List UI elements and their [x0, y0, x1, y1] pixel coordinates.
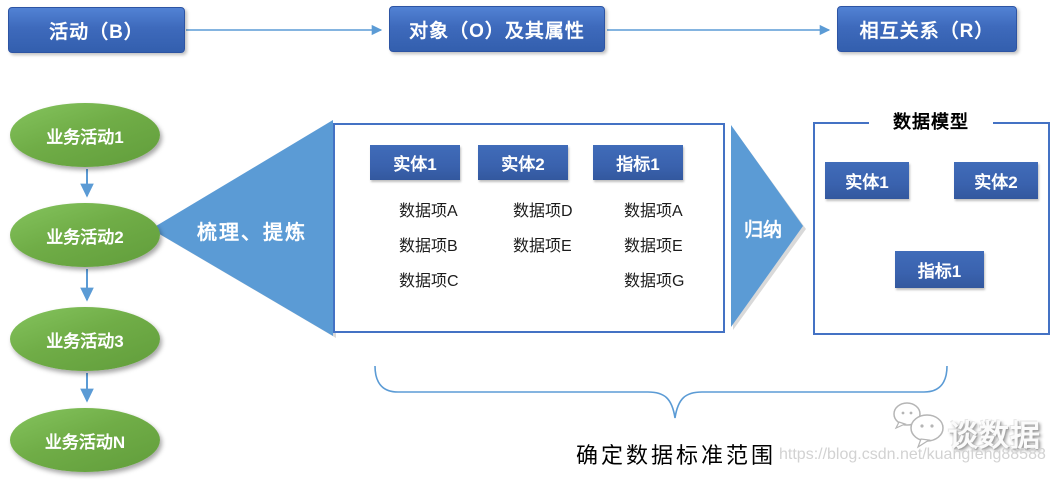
model-node-entity1-label: 实体1: [845, 173, 889, 192]
flow-box-relation: 相互关系（R）: [837, 6, 1017, 52]
column-header-metric1: 指标1: [593, 145, 683, 180]
activity-label-N: 业务活动N: [44, 432, 126, 452]
flow-box-object-label: 对象（O）及其属性: [409, 20, 585, 42]
model-node-metric1: 指标1: [895, 251, 984, 288]
activity-label-2: 业务活动2: [46, 227, 124, 247]
scope-brace: [374, 365, 948, 419]
scope-caption: 确定数据标准范围: [575, 443, 776, 468]
column-header-entity2-label: 实体2: [501, 155, 545, 174]
data-item: 数据项E: [624, 238, 683, 255]
watermark-url-text: https://blog.csdn.net/kuangfeng88588: [779, 446, 1046, 463]
model-panel-title: 数据模型: [869, 111, 993, 133]
model-panel: [813, 122, 1050, 335]
activity-ellipse-1: 业务活动1: [10, 103, 160, 167]
activity-ellipse-N: 业务活动N: [10, 408, 160, 472]
flow-box-activity-label: 活动（B）: [49, 21, 144, 43]
activity-ellipse-3: 业务活动3: [10, 307, 160, 371]
model-node-entity1: 实体1: [825, 162, 909, 199]
activity-label-1: 业务活动1: [46, 127, 124, 147]
column-header-metric1-label: 指标1: [616, 155, 660, 174]
data-item: 数据项G: [624, 273, 685, 290]
column-header-entity1: 实体1: [370, 145, 460, 180]
chat-bubbles-logo-icon: [893, 402, 944, 449]
data-item: 数据项B: [399, 238, 458, 255]
model-node-entity2-label: 实体2: [974, 173, 1018, 192]
flow-box-activity: 活动（B）: [8, 7, 185, 53]
funnel-label: 梳理、提炼: [197, 222, 307, 244]
column-header-entity1-label: 实体1: [393, 155, 437, 174]
column-header-entity2: 实体2: [478, 145, 568, 180]
data-item: 数据项C: [399, 273, 459, 290]
activity-label-3: 业务活动3: [46, 331, 124, 351]
model-node-metric1-label: 指标1: [917, 262, 962, 281]
flow-box-relation-label: 相互关系（R）: [859, 20, 995, 42]
watermark-brand-text: 谈数据: [948, 420, 1041, 453]
flow-box-object: 对象（O）及其属性: [389, 6, 605, 52]
model-node-entity2: 实体2: [954, 162, 1038, 199]
data-item: 数据项E: [513, 238, 572, 255]
data-item: 数据项D: [513, 203, 573, 220]
activity-ellipse-2: 业务活动2: [10, 203, 160, 267]
data-item: 数据项A: [624, 203, 683, 220]
induce-arrow-label: 归纳: [743, 220, 782, 241]
data-item: 数据项A: [399, 203, 458, 220]
